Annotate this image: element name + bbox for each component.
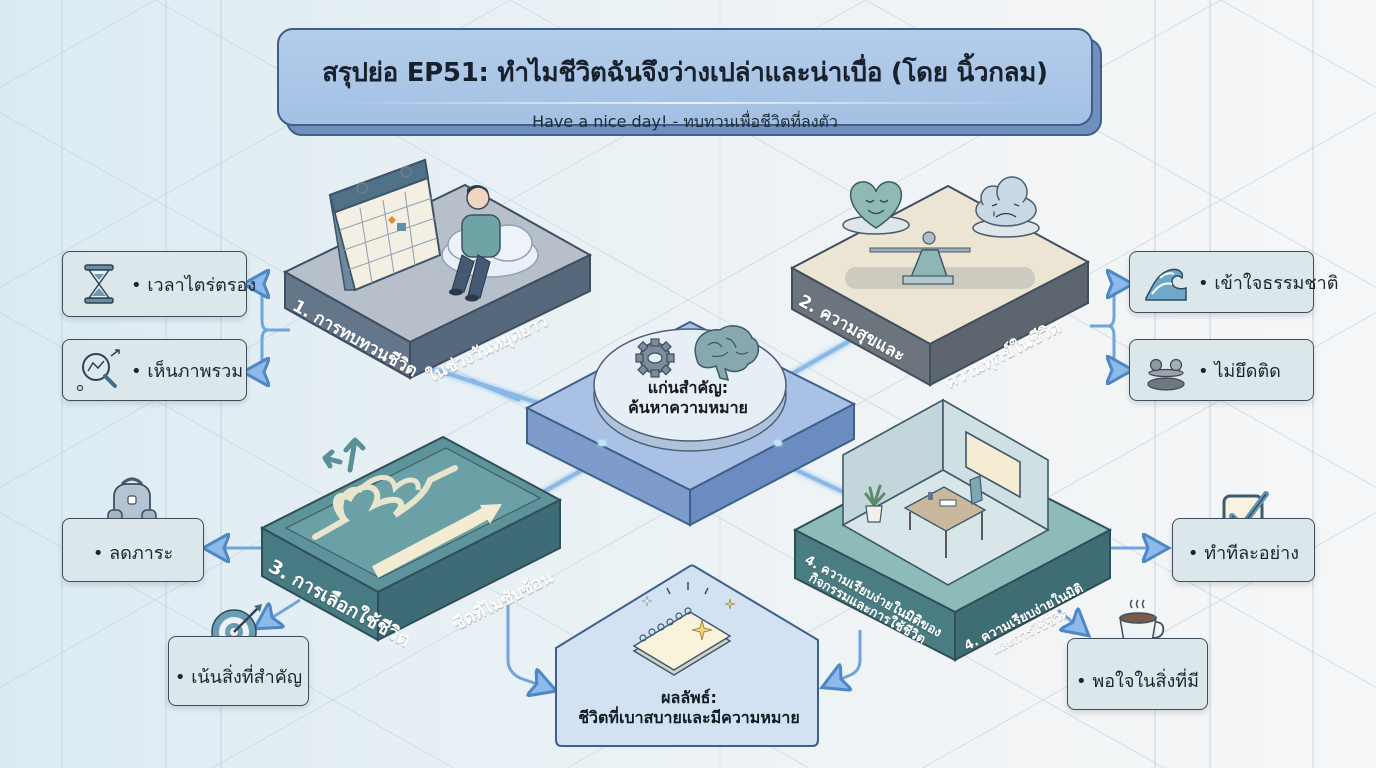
- balanced-stones-icon: [1147, 358, 1185, 391]
- block-3-platform: [259, 435, 563, 642]
- title-banner: สรุปย่อ EP51: ทำไมชีวิตฉันจึงว่างเปล่าแล…: [277, 28, 1093, 131]
- result-label-line2: ชีวิตที่เบาสบายและมีความหมาย: [578, 708, 800, 727]
- sad-cloud-illustration: [975, 176, 1037, 227]
- leaf-card-understand-nature: • เข้าใจธรรมชาติ: [1129, 251, 1338, 313]
- leaf-label: • ไม่ยึดติด: [1198, 360, 1281, 382]
- leaf-label: • เวลาไตร่ตรอง: [131, 274, 257, 296]
- leaf-label: • เข้าใจธรรมชาติ: [1198, 272, 1339, 294]
- sparkling-notebook-icon: [632, 582, 736, 676]
- leaf-label: • ทำทีละอย่าง: [1187, 543, 1300, 564]
- leaf-connectors: [212, 284, 1160, 688]
- calendar-illustration: [328, 158, 442, 292]
- leaf-label: • เห็นภาพรวม: [131, 360, 244, 382]
- leaf-label: • เน้นสิ่งที่สำคัญ: [174, 667, 303, 688]
- leaf-card-big-picture: • เห็นภาพรวม: [62, 339, 247, 401]
- block-2-platform: [789, 184, 1091, 387]
- hub-label-line1: แก่นสำคัญ:: [647, 378, 729, 397]
- gear-icon: [635, 338, 675, 378]
- hourglass-icon: [84, 264, 114, 304]
- hub-label: แก่นสำคัญ: ค้นหาความหมาย: [598, 378, 778, 418]
- block-1-platform: [282, 183, 593, 380]
- tangled-path-to-arrow-illustration: [312, 437, 502, 578]
- result-label-line1: ผลลัพธ์:: [661, 688, 717, 707]
- leaf-card-reflection-time: • เวลาไตร่ตรอง: [62, 251, 256, 317]
- magnifier-chart-icon: [76, 349, 120, 392]
- wave-icon: [1145, 268, 1187, 301]
- result-label: ผลลัพธ์: ชีวิตที่เบาสบายและมีความหมาย: [560, 688, 818, 728]
- brain-icon: [694, 325, 760, 382]
- hub-label-line2: ค้นหาความหมาย: [628, 398, 748, 417]
- person-on-cloud-illustration: [441, 185, 539, 302]
- title-divider: [325, 102, 1045, 104]
- leaf-card-one-thing-at-a-time: • ทำทีละอย่าง: [1172, 518, 1315, 582]
- leaf-label: • ลดภาระ: [92, 543, 174, 564]
- leaf-card-non-attachment: • ไม่ยึดติด: [1129, 339, 1314, 401]
- balance-scale-illustration: [842, 176, 1040, 285]
- center-hub-platform: [524, 320, 857, 527]
- leaf-label: • พอใจในสิ่งที่มี: [1076, 671, 1199, 692]
- leaf-card-reduce-burden: • ลดภาระ: [62, 518, 204, 582]
- leaf-card-contentment: • พอใจในสิ่งที่มี: [1067, 638, 1208, 710]
- leaf-card-focus-essentials: • เน้นสิ่งที่สำคัญ: [168, 636, 309, 706]
- minimal-room-illustration: [841, 398, 1050, 586]
- page-subtitle: Have a nice day! - ทบทวนเพื่อชีวิตที่ลงต…: [532, 112, 838, 131]
- page-title: สรุปย่อ EP51: ทำไมชีวิตฉันจึงว่างเปล่าแล…: [322, 58, 1048, 88]
